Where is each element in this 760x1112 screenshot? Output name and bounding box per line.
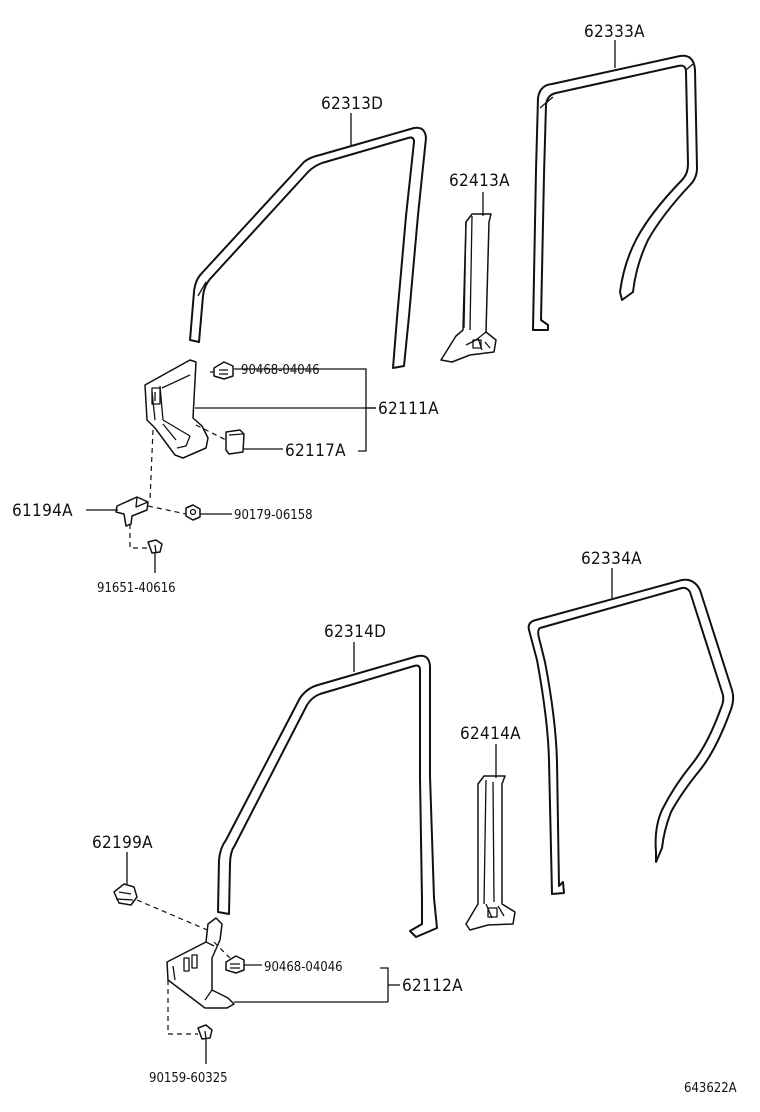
weatherstrip-62313D — [189, 126, 427, 369]
clip-90468-bottom — [225, 955, 245, 974]
label-62333A: 62333A — [584, 22, 645, 42]
bolt-90159 — [197, 1024, 213, 1040]
cowl-trim-62111A — [144, 359, 209, 459]
pillar-garnish-62414A — [465, 775, 516, 931]
bolt-91651 — [147, 539, 163, 554]
clip-62199A — [113, 883, 138, 906]
label-62313D: 62313D — [321, 94, 383, 114]
label-90159: 90159-60325 — [149, 1071, 228, 1086]
label-90468-top: 90468-04046 — [241, 363, 320, 378]
cap-62117A — [225, 429, 245, 455]
diagram-code: 643622A — [684, 1081, 737, 1096]
pillar-garnish-62413A — [440, 213, 497, 363]
label-62414A: 62414A — [460, 724, 521, 744]
label-62314D: 62314D — [324, 622, 386, 642]
label-90468-bottom: 90468-04046 — [264, 960, 343, 975]
clip-90468-top — [210, 361, 234, 380]
weatherstrip-62334A — [527, 578, 735, 895]
label-90179: 90179-06158 — [234, 508, 313, 523]
label-62111A: 62111A — [378, 399, 439, 419]
bracket-61194A — [115, 496, 149, 527]
label-62112A: 62112A — [402, 976, 463, 996]
label-91651: 91651-40616 — [97, 581, 176, 596]
nut-90179 — [185, 504, 201, 521]
label-62117A: 62117A — [285, 441, 346, 461]
label-62334A: 62334A — [581, 549, 642, 569]
weatherstrip-62314D — [217, 654, 438, 938]
label-61194A: 61194A — [12, 501, 73, 521]
weatherstrip-62333A — [532, 54, 698, 331]
label-62199A: 62199A — [92, 833, 153, 853]
label-62413A: 62413A — [449, 171, 510, 191]
cowl-trim-62112A — [166, 917, 235, 1009]
